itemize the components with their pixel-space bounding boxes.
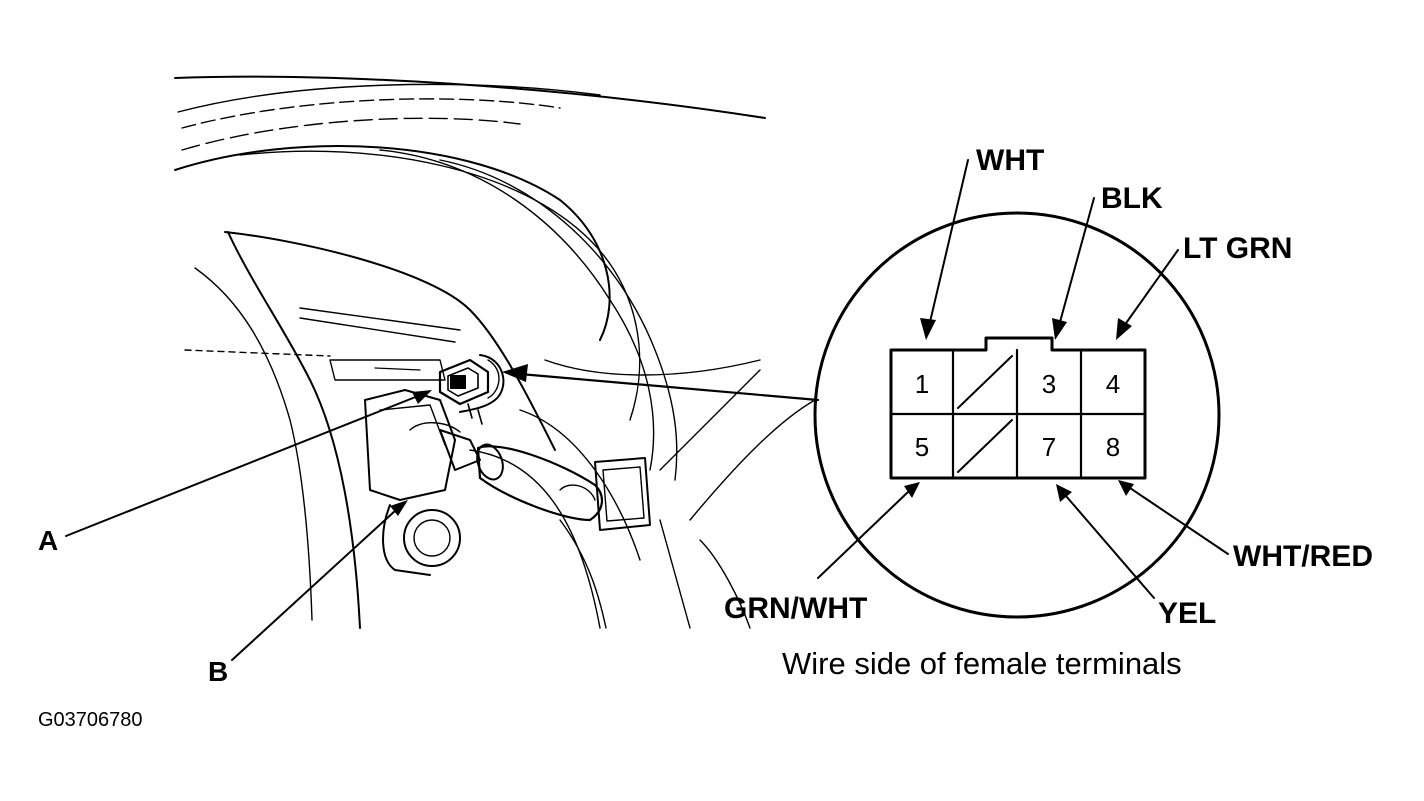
detail-caption: Wire side of female terminals <box>782 646 1182 681</box>
wire-label-wht: WHT <box>976 144 1044 177</box>
callout-a: A <box>38 525 58 556</box>
combination-switch <box>364 354 603 576</box>
terminal-5: 5 <box>915 432 929 462</box>
callout-b: B <box>208 656 228 687</box>
detail-view: 1 3 4 5 7 8 <box>813 159 1229 619</box>
dashboard-illustration <box>174 75 816 629</box>
wire-label-grn-wht: GRN/WHT <box>724 592 867 625</box>
terminal-4: 4 <box>1106 369 1120 399</box>
terminal-8: 8 <box>1106 432 1120 462</box>
wire-label-blk: BLK <box>1101 182 1163 215</box>
wire-label-yel: YEL <box>1158 597 1216 630</box>
callout-leaders <box>65 364 820 661</box>
terminal-1: 1 <box>915 369 929 399</box>
terminal-3: 3 <box>1042 369 1056 399</box>
terminal-7: 7 <box>1042 432 1056 462</box>
wire-label-wht-red: WHT/RED <box>1233 540 1373 573</box>
wire-label-lt-grn: LT GRN <box>1183 232 1292 265</box>
figure-id: G03706780 <box>38 709 143 731</box>
